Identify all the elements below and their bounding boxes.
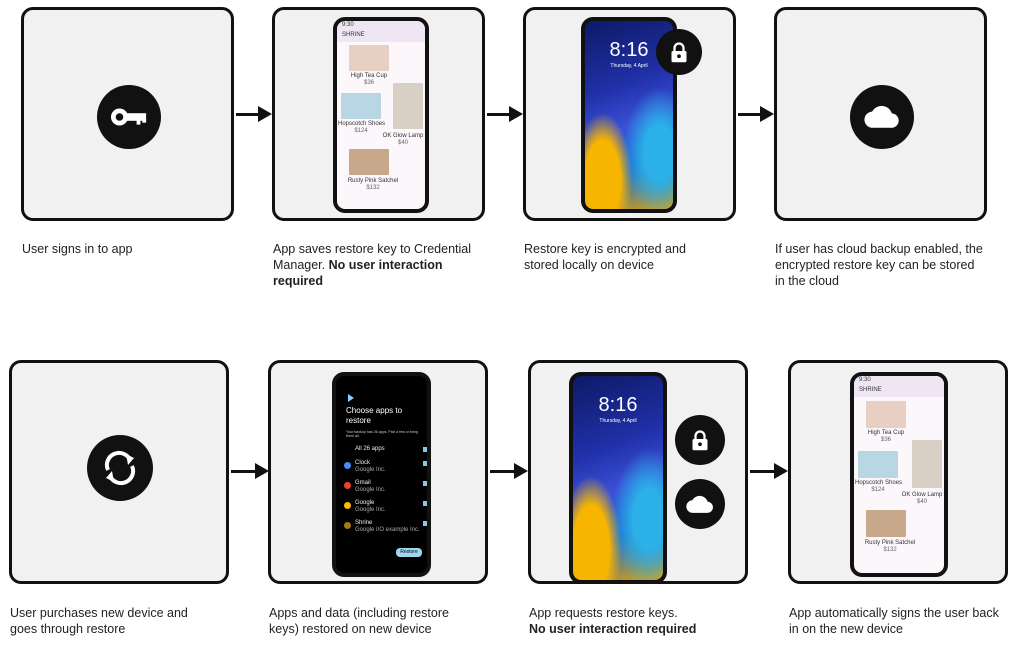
product-price: $36 [880,437,891,443]
google-icon [344,502,351,509]
all-apps-label: All 26 apps [355,446,385,452]
clock-icon [344,462,351,469]
restore-title: Choose apps to restore [346,406,403,425]
status-time: 9:30 [859,377,871,383]
lock-date: Thursday, 4 April [599,418,637,424]
checkbox[interactable] [423,501,427,506]
step-1-caption: User signs in to app [22,242,133,256]
product-name: High Tea Cup [867,430,905,436]
checkbox[interactable] [423,521,427,526]
caption-text: App requests restore keys. [529,606,678,620]
lock-time: 8:16 [598,394,638,416]
app-name: Clock [355,460,371,466]
product-name: OK Glow Lamp [382,133,424,139]
cloud-icon [675,479,725,529]
app-name: Shrine [355,520,373,526]
step-1-panel [21,7,234,221]
step-4-panel [774,7,987,221]
step-3-caption: Restore key is encrypted and stored loca… [524,242,686,272]
arrow [487,106,523,122]
caption-bold: No user interaction required [529,622,697,636]
app-publisher: Google Inc. [355,487,386,493]
phone-lockscreen: 8:16 Thursday, 4 April [569,372,667,584]
caption-text: App saves restore key to Credential Mana… [273,242,472,272]
step-4-caption: If user has cloud backup enabled, the en… [775,242,983,288]
product-image [349,45,389,71]
lock-icon [656,29,702,75]
lock-icon [675,415,725,465]
step-8-caption: App automatically signs the user back in… [789,606,999,636]
product-image [866,510,906,537]
arrow [738,106,774,122]
product-image [866,401,906,428]
step-6-caption: Apps and data (including restore keys) r… [269,606,449,636]
app-name: Gmail [355,480,371,486]
arrow [750,463,788,479]
lock-time: 8:16 [609,39,649,61]
cloud-icon [850,85,914,149]
restore-button[interactable]: Restore [396,548,422,557]
step-5-caption: User purchases new device and goes throu… [10,606,188,636]
app-publisher: Google Inc. [355,467,386,473]
product-price: $40 [916,499,927,505]
checkbox[interactable] [423,447,427,452]
product-name: Hopscotch Shoes [338,121,386,127]
arrow [490,463,528,479]
caption-bold: No user interaction required [273,258,443,288]
status-time: 9:30 [342,22,354,28]
checkbox[interactable] [423,481,427,486]
step-3-panel: 8:16 Thursday, 4 April [523,7,736,221]
gmail-icon [344,482,351,489]
key-icon [97,85,161,149]
product-image [341,93,381,119]
product-image [912,440,942,488]
arrow [236,106,272,122]
product-price: $40 [397,140,408,146]
step-7-caption: App requests restore keys. No user intera… [529,605,739,637]
step-5-panel [9,360,229,584]
play-icon [348,394,354,402]
product-price: $36 [363,80,374,86]
app-publisher: Google I/O example Inc. [355,527,420,533]
app-name: Google [355,500,375,506]
product-image [349,149,389,175]
arrow [231,463,269,479]
product-name: High Tea Cup [350,73,388,79]
restore-subtitle: Your backup has 26 apps. Pick a few or b… [346,430,418,438]
all-apps-row[interactable]: All 26 apps [344,446,427,453]
app-publisher: Google Inc. [355,507,386,513]
product-name: Rusty Pink Satchel [864,540,916,546]
app-title: SHRINE [859,387,882,393]
phone-restore-screen: Choose apps to restore Your backup has 2… [332,372,431,577]
checkbox[interactable] [423,461,427,466]
product-image [858,451,898,478]
step-6-panel: Choose apps to restore Your backup has 2… [268,360,488,584]
sync-icon [87,435,153,501]
lock-date: Thursday, 4 April [610,63,648,69]
product-price: $132 [883,547,897,553]
product-price: $132 [366,185,380,191]
app-title: SHRINE [342,32,365,38]
step-7-panel: 8:16 Thursday, 4 April [528,360,748,584]
product-price: $124 [871,487,885,493]
product-name: Hopscotch Shoes [855,480,903,486]
product-name: OK Glow Lamp [901,492,943,498]
product-price: $124 [354,128,368,134]
product-name: Rusty Pink Satchel [347,178,399,184]
step-2-caption: App saves restore key to Credential Mana… [273,241,493,289]
shrine-icon [344,522,351,529]
product-image [393,83,423,129]
